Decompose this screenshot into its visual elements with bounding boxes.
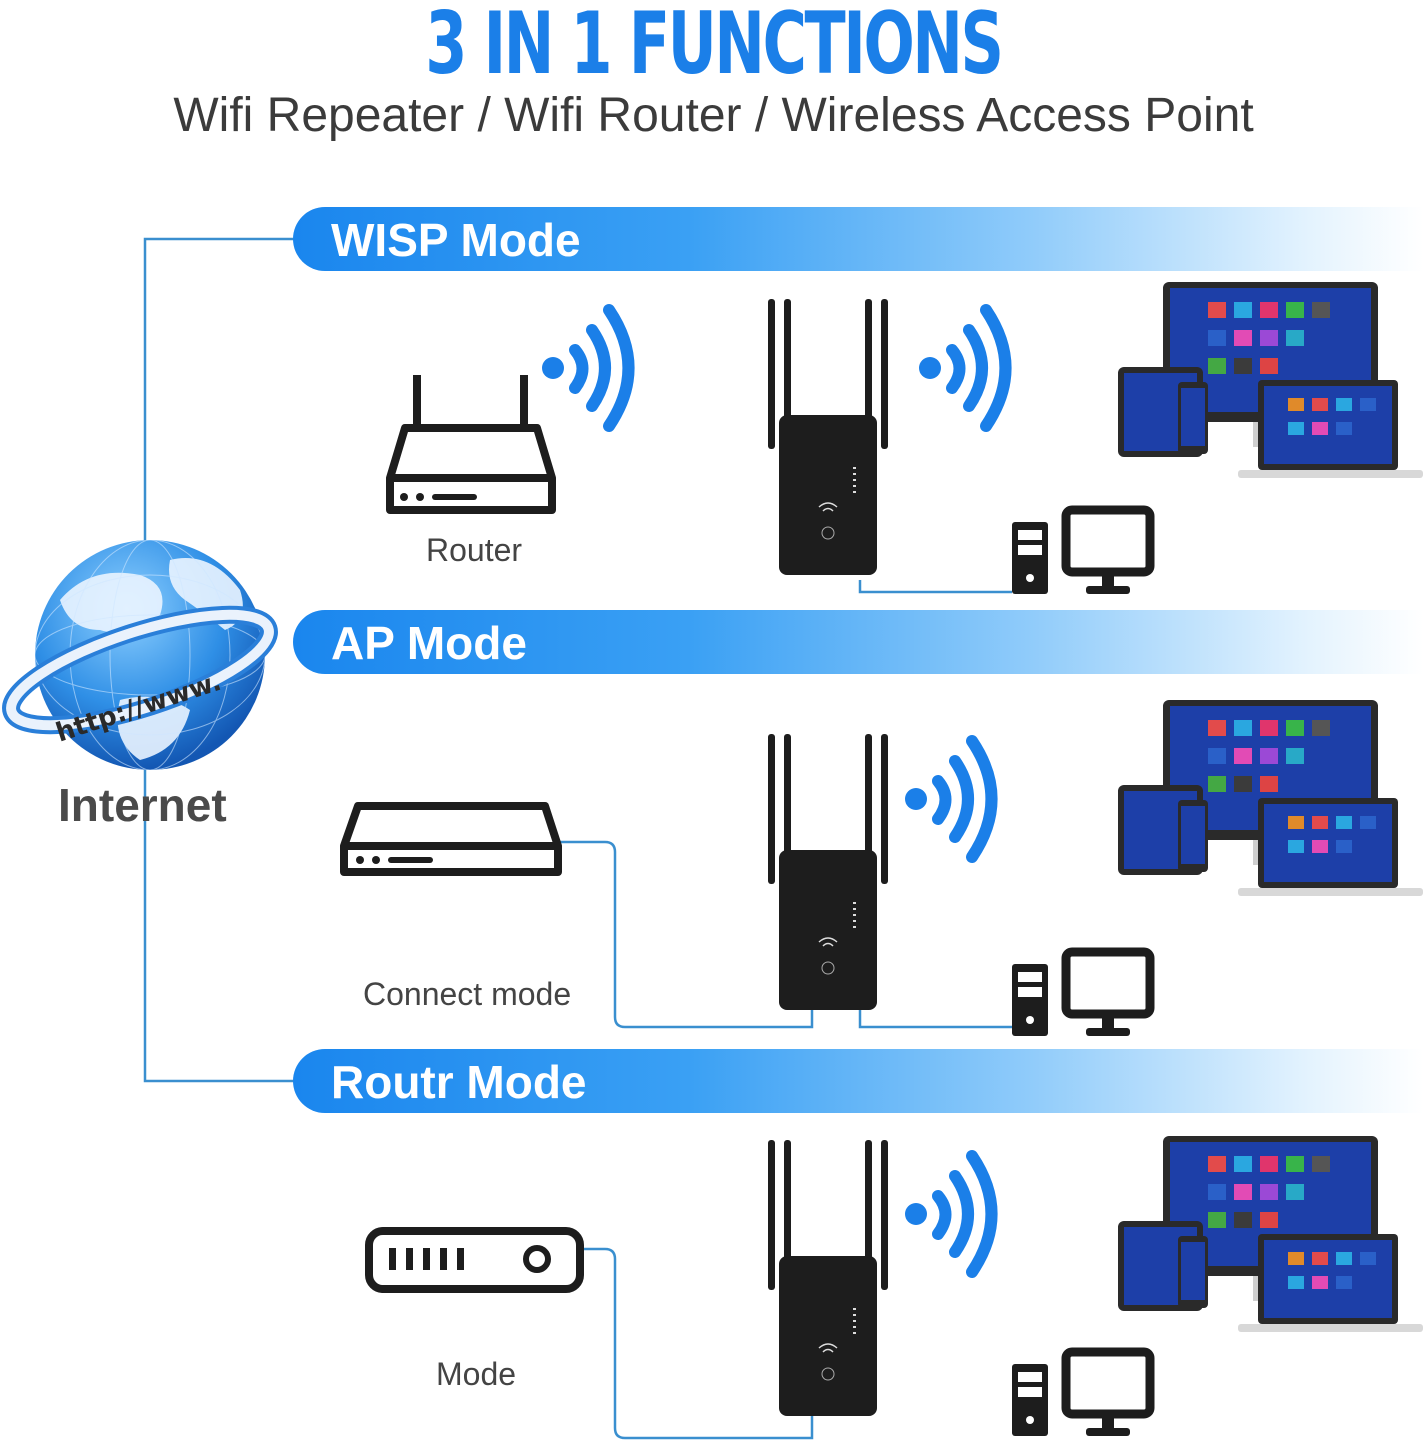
client-devices-icon [1118,282,1423,478]
mode-label: Mode [436,1356,517,1392]
wifi-signal-icon [919,310,1006,426]
repeater-device-icon [767,298,889,576]
wisp-mode-title: WISP Mode [331,214,581,266]
desktop-pc-icon [1012,510,1150,594]
page-title: 3 IN 1 FUNCTIONS [425,0,1004,94]
wisp-mode-banner: WISP Mode [293,207,1423,271]
client-devices-icon [1118,700,1423,896]
ap-mode-title: AP Mode [331,617,527,669]
client-devices-icon [1118,1136,1423,1332]
connect-mode-label: Connect mode [363,976,572,1012]
internet-label: Internet [58,779,227,831]
ap-uplink-cable [555,840,814,1029]
desktop-pc-icon [1012,1352,1150,1436]
router-mode-title: Routr Mode [331,1056,587,1108]
page-subtitle: Wifi Repeater / Wifi Router / Wireless A… [173,89,1254,142]
ap-pc-cable [858,1005,1012,1029]
wired-router-icon [340,802,562,876]
ap-mode-banner: AP Mode [293,610,1423,674]
repeater-device-icon [767,1139,889,1417]
wifi-router-icon [386,375,556,514]
router-uplink-cable [580,1247,814,1440]
wisp-pc-cable [858,580,1012,594]
wifi-signal-icon [569,304,635,432]
router-label: Router [426,532,523,568]
repeater-device-icon [767,733,889,1011]
modem-icon [365,1227,584,1293]
wifi-signal-icon [905,1156,992,1272]
wifi-signal-icon [905,741,992,857]
desktop-pc-icon [1012,952,1150,1036]
router-mode-banner: Routr Mode [293,1049,1423,1113]
